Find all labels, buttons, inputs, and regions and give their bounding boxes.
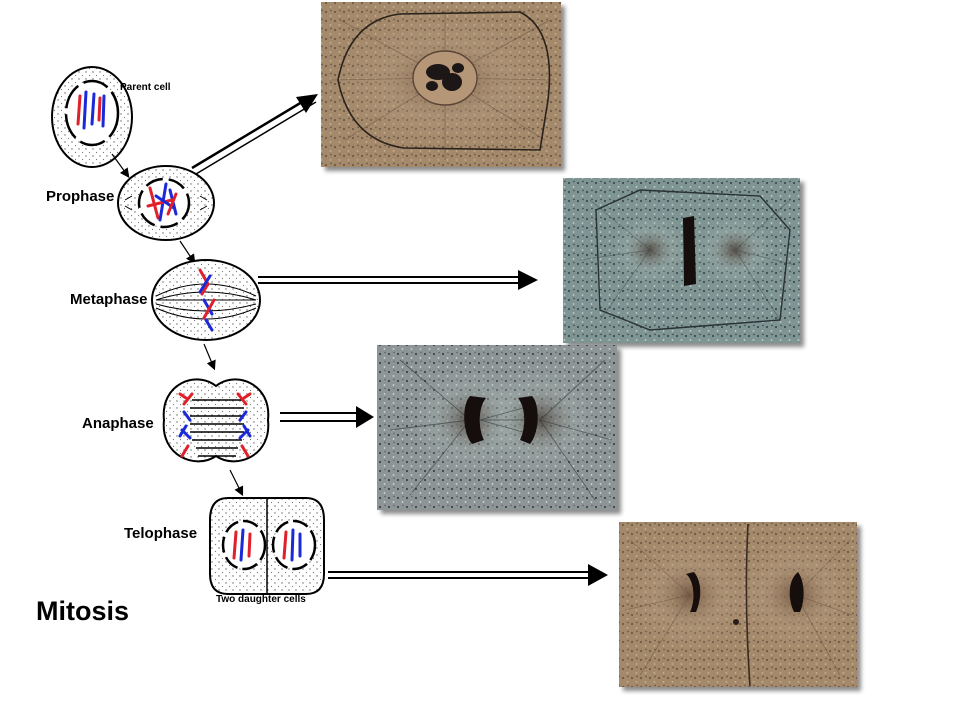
prophase-label: Prophase <box>46 188 114 205</box>
arrow-prophase-head <box>296 94 318 113</box>
telophase-micrograph <box>619 522 858 687</box>
prophase-chromosomes <box>146 182 178 222</box>
parent-cell <box>51 66 133 168</box>
anaphase-micrograph <box>377 345 617 510</box>
arrow-prophase-to-micrograph <box>191 94 313 170</box>
arrow-parent-to-prophase <box>111 153 130 178</box>
arrow-telophase-head <box>588 564 608 586</box>
arrow-metaphase-to-anaphase <box>203 343 216 371</box>
anaphase-chromosomes <box>178 392 252 458</box>
telophase-label: Telophase <box>124 525 197 542</box>
parent-chromosomes <box>76 90 106 130</box>
arrow-anaphase-head <box>356 406 374 428</box>
daughter-cells-label: Two daughter cells <box>216 594 306 605</box>
anaphase-cell <box>162 378 270 463</box>
diagram-title: Mitosis <box>36 596 129 626</box>
parent-cell-label: Parent cell <box>120 82 171 93</box>
prophase-micrograph <box>321 2 561 167</box>
telophase-cells <box>209 497 325 595</box>
metaphase-micrograph <box>563 178 800 343</box>
metaphase-label: Metaphase <box>70 291 148 308</box>
anaphase-label: Anaphase <box>82 415 154 432</box>
prophase-cell <box>117 165 215 241</box>
arrow-prophase-shaft-2 <box>195 101 317 175</box>
arrow-metaphase-head <box>518 270 538 290</box>
telophase-chromosomes <box>232 528 302 562</box>
metaphase-chromosomes <box>198 268 216 332</box>
arrow-prophase-to-metaphase <box>179 240 196 264</box>
metaphase-cell <box>151 259 261 341</box>
arrow-anaphase-to-telophase <box>229 469 244 497</box>
